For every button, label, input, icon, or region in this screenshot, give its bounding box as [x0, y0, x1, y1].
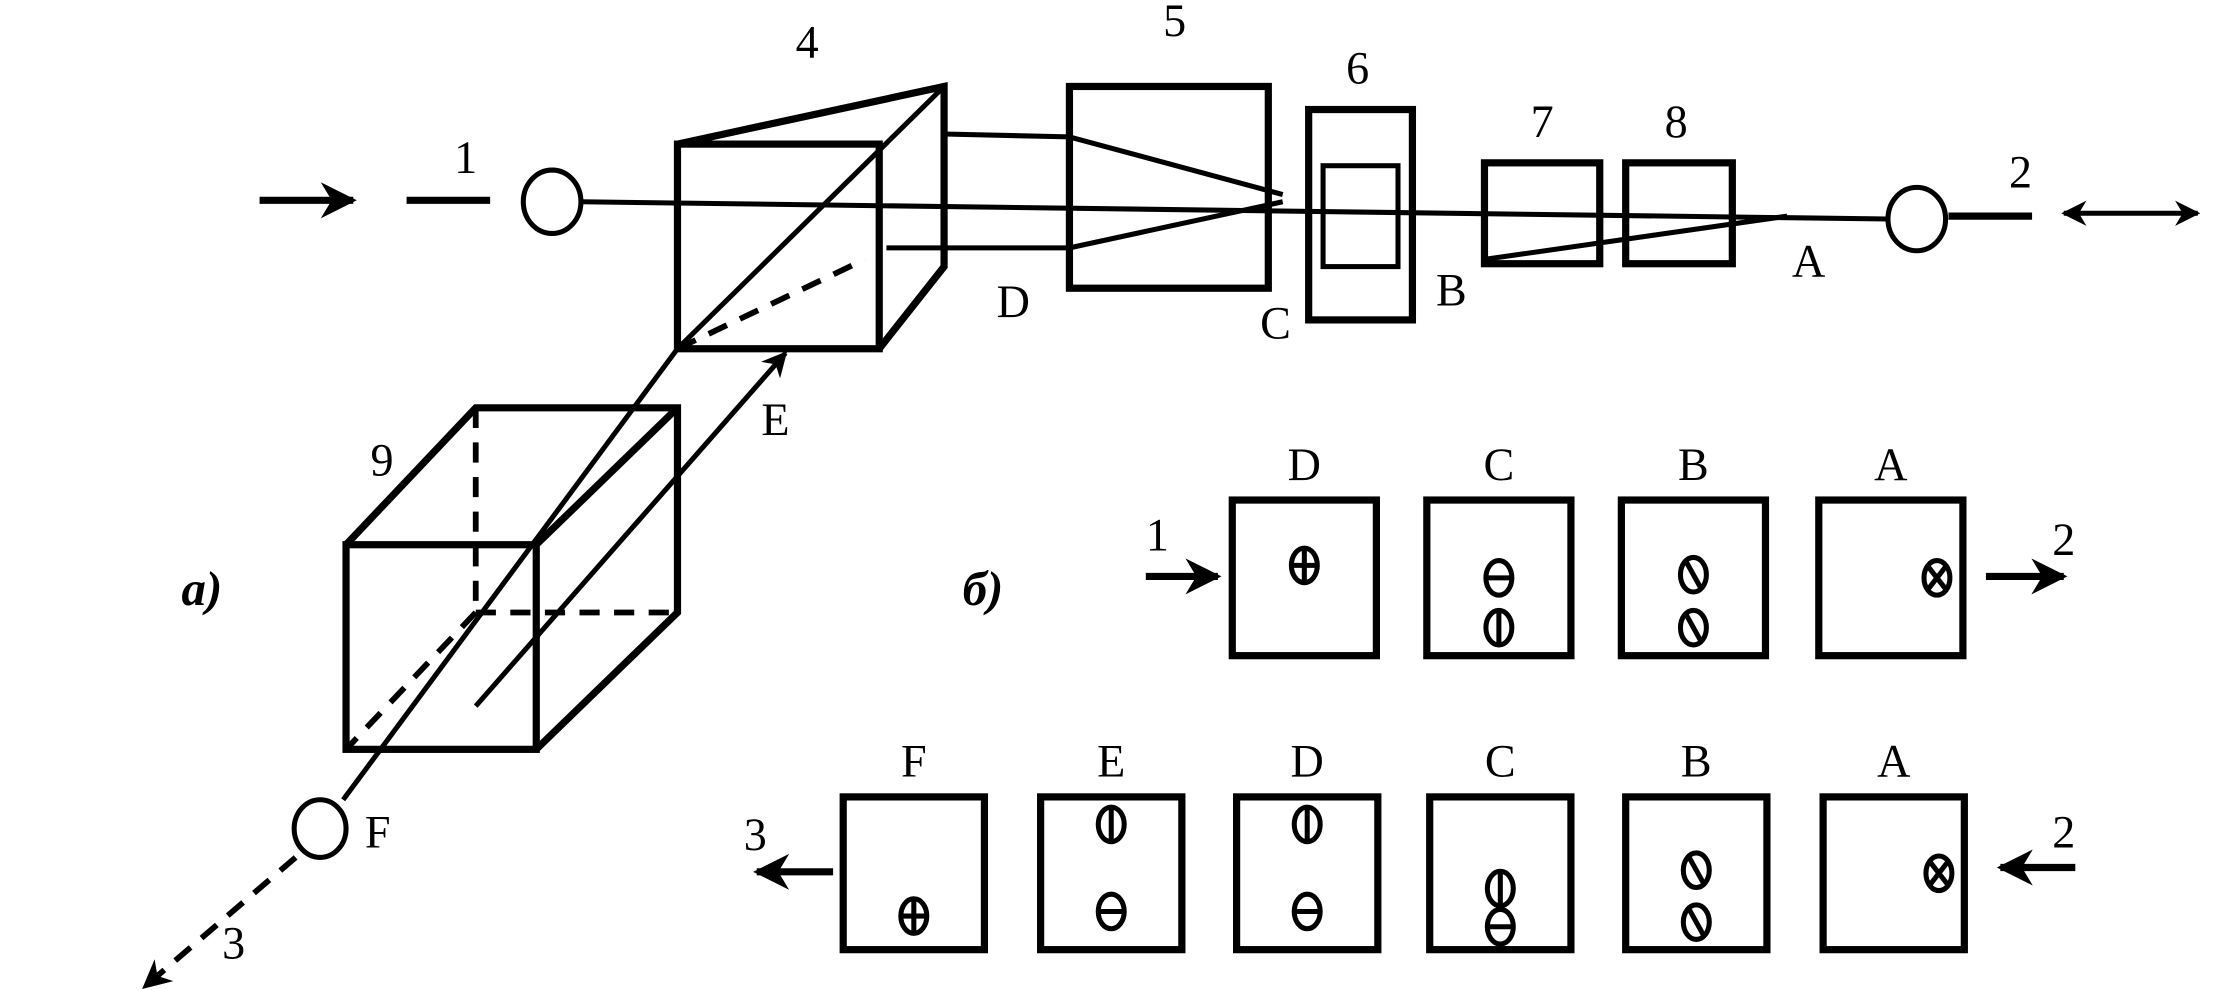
polarization-h-icon [1483, 558, 1515, 598]
panel-label: D [1291, 736, 1324, 787]
beam-to-port-3 [341, 347, 680, 802]
panel-label: C [1485, 736, 1516, 787]
port-2-label: 2 [2009, 146, 2032, 197]
beam-upper-walkoff [1068, 134, 1284, 197]
element-7 [1480, 159, 1604, 268]
polarization-plus-icon [1288, 545, 1320, 586]
polarization-x-icon [1921, 558, 1953, 598]
cube-9: 9 [342, 404, 682, 753]
panel-box [1815, 496, 1967, 660]
beam-e [473, 351, 788, 708]
point-d-label: D [997, 276, 1030, 327]
label-9: 9 [371, 435, 394, 486]
point-a-label: A [1792, 236, 1825, 287]
panel-box [839, 793, 989, 954]
forward-input-label: 1 [1146, 509, 1169, 560]
element-8 [1622, 159, 1736, 268]
forward-cell-d: D [1228, 439, 1380, 660]
backward-output-label: 3 [744, 809, 767, 860]
panel-label: D [1288, 439, 1321, 490]
backward-cell-f: F [839, 736, 989, 954]
polarization-v-icon [1095, 804, 1127, 845]
element-5 [1065, 82, 1272, 292]
port-3-label: 3 [222, 917, 245, 968]
output-arrow-3 [142, 855, 298, 990]
point-c-label: C [1260, 298, 1291, 349]
panel-box [1426, 793, 1575, 954]
polarization-plus-icon [898, 896, 930, 936]
backward-cell-e: E [1037, 736, 1186, 954]
panel-box [1819, 793, 1968, 954]
prism-4: 4 [673, 17, 948, 353]
part-a-label: a) [182, 561, 223, 616]
backward-cell-b: B [1622, 736, 1771, 954]
beam-lower-walkoff [1068, 199, 1284, 251]
polarization-v-icon [1291, 804, 1323, 845]
label-5: 5 [1163, 0, 1186, 46]
polarization-v-icon [1483, 607, 1515, 648]
panel-label: E [1097, 736, 1125, 787]
label-4: 4 [796, 17, 819, 68]
panel-box [1423, 496, 1575, 660]
forward-cell-b: B [1617, 439, 1770, 660]
polarization-h-icon [1484, 906, 1516, 947]
panel-label: B [1678, 439, 1709, 490]
polarization-h-icon [1095, 891, 1127, 932]
panel-label: C [1483, 439, 1514, 490]
scheme-b: б) 1 2 3 2 D C B A F E D C B A [744, 439, 2075, 954]
polarization-d-icon [1680, 902, 1712, 942]
backward-cell-a: A [1819, 736, 1968, 954]
polarization-v-icon [1484, 868, 1516, 909]
polarization-d-icon [1677, 554, 1709, 595]
panel-label: A [1874, 439, 1907, 490]
polarization-x-icon [1923, 853, 1955, 894]
beam-walkoff-7-8 [1484, 213, 1788, 262]
point-b-label: B [1436, 265, 1467, 316]
panel-box [1228, 496, 1380, 660]
panel-box [1037, 793, 1186, 954]
port-2-lens [1885, 184, 1949, 254]
backward-cell-c: C [1426, 736, 1575, 954]
backward-input-label: 2 [2052, 806, 2075, 857]
element-6: 6 [1305, 43, 1417, 324]
forward-cell-c: C [1423, 439, 1575, 660]
point-f-label: F [365, 806, 391, 857]
panel-label: B [1681, 736, 1712, 787]
panel-label: F [901, 736, 927, 787]
port-3-lens [291, 797, 349, 860]
polarization-h-icon [1291, 891, 1323, 932]
panel-box [1622, 793, 1771, 954]
panel-label: A [1877, 736, 1910, 787]
scheme-a: 1 4 5 6 7 8 [142, 0, 2201, 990]
port-1-lens [520, 167, 584, 236]
point-e-label: E [761, 394, 789, 445]
panel-box [1233, 793, 1382, 954]
forward-cell-a: A [1815, 439, 1967, 660]
port-1-label: 1 [454, 132, 477, 183]
label-6: 6 [1346, 43, 1369, 94]
forward-output-label: 2 [2052, 514, 2075, 565]
beam-upper [944, 131, 1070, 140]
panel-box [1617, 496, 1770, 660]
polarization-d-icon [1680, 850, 1712, 891]
part-b-label: б) [963, 561, 1004, 616]
label-7: 7 [1531, 96, 1554, 147]
label-8: 8 [1665, 96, 1688, 147]
polarization-d-icon [1677, 607, 1709, 648]
backward-cell-d: D [1233, 736, 1382, 954]
